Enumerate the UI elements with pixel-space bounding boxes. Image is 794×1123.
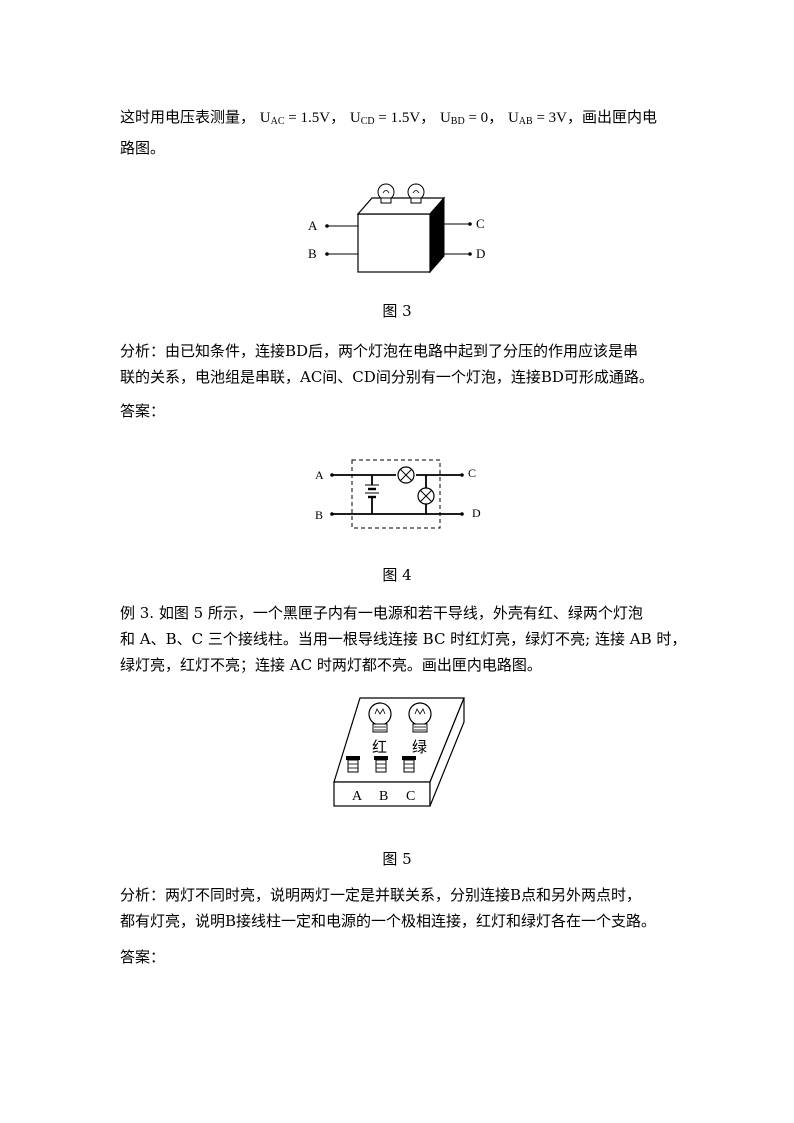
box-top	[356, 197, 446, 215]
fig3-label-a: A	[308, 218, 318, 233]
dashed-box	[351, 459, 441, 529]
formula-ubd: UBD = 0，	[439, 110, 504, 127]
lamp-top-icon	[397, 466, 415, 484]
figure4-caption: 图 4	[382, 566, 412, 584]
terminal-label-b: B	[379, 789, 388, 804]
box-side	[429, 697, 465, 807]
terminal-c-icon	[402, 756, 416, 773]
terminal-b-icon	[374, 756, 388, 773]
fig4-label-c: C	[468, 466, 476, 480]
statement-prefix: 这时用电压表测量，	[120, 108, 256, 126]
figure3-blackbox: A B C D	[308, 183, 485, 274]
bulb-red-icon	[368, 702, 392, 733]
formula-uac: UAC = 1.5V，	[259, 110, 346, 127]
answer1-label: 答案：	[120, 402, 166, 420]
bulb-green-icon	[408, 702, 432, 733]
fig4-label-a: A	[315, 468, 324, 482]
fig3-label-d: D	[476, 246, 485, 261]
lamp-green-label: 绿	[412, 739, 427, 756]
example3: 例 3. 如图 5 所示，一个黑匣子内有一电源和若干导线，外壳有红、绿两个灯泡 …	[120, 604, 687, 674]
formula-ucd: UCD = 1.5V，	[349, 110, 436, 127]
terminal-label-c: C	[406, 789, 415, 804]
fig3-label-b: B	[308, 246, 317, 261]
bulb-left-icon	[377, 183, 395, 204]
figure4-circuit-diagram: A B C D	[315, 459, 481, 529]
fig3-label-c: C	[476, 216, 485, 231]
box-front	[333, 781, 431, 807]
lamp-right-icon	[417, 487, 435, 505]
battery-icon	[365, 484, 379, 499]
formula-uab: UAB = 3V	[507, 110, 567, 127]
statement-line2: 路图。	[120, 139, 166, 157]
answer2-label: 答案：	[120, 948, 166, 966]
lamp-red-label: 红	[372, 739, 387, 756]
terminal-a-icon	[346, 756, 360, 773]
analysis1: 分析：由已知条件，连接BD后，两个灯泡在电路中起到了分压的作用应该是串 联的关系…	[120, 342, 654, 386]
problem-statement: 这时用电压表测量， UAC = 1.5V， UCD = 1.5V， UBD = …	[120, 104, 680, 161]
terminal-label-a: A	[352, 789, 363, 804]
box-front	[357, 213, 431, 273]
box-side	[429, 196, 445, 274]
figure5-caption: 图 5	[382, 850, 412, 868]
figure3-caption: 图 3	[382, 302, 412, 320]
fig4-label-d: D	[472, 506, 481, 520]
analysis2: 分析：两灯不同时亮，说明两灯一定是并联关系，分别连接B点和另外两点时， 都有灯亮…	[120, 886, 657, 930]
bulb-right-icon	[407, 183, 425, 204]
statement-suffix: ，画出匣内电	[567, 108, 658, 126]
fig4-label-b: B	[315, 508, 323, 522]
figure5-blackbox: 红 绿 A B C	[333, 697, 465, 807]
